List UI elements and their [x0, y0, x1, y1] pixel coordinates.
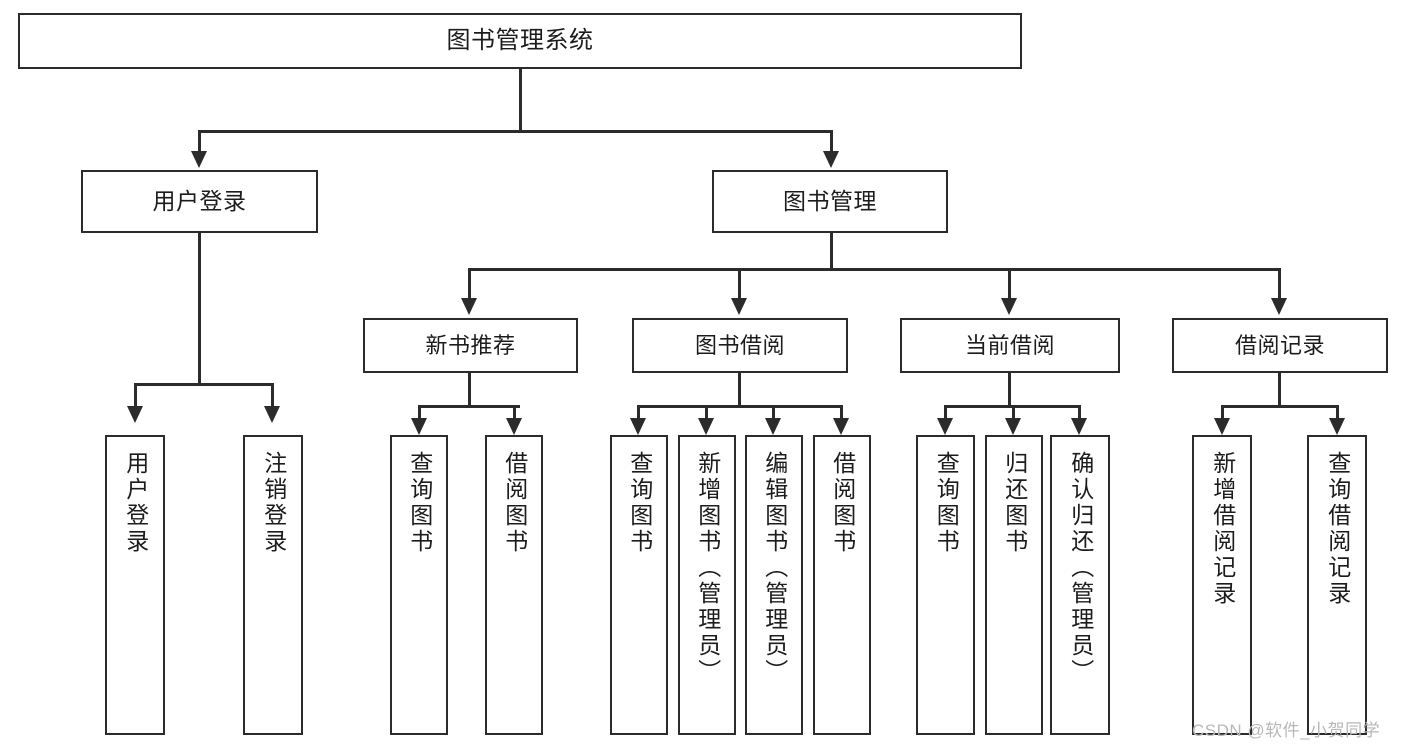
node-label: 新书推荐: [425, 332, 516, 358]
edge-new-book-drop-2: [513, 405, 516, 421]
edge-book-borrow-drop-1: [637, 405, 640, 421]
edge-user-login-drop-1: [134, 383, 137, 408]
arrow-current-borrow-leaf-2: [1005, 418, 1021, 435]
arrow-borrow-record-leaf-2: [1329, 418, 1345, 435]
edge-root-bus: [198, 130, 832, 133]
arrow-user-login-leaf-1: [127, 406, 143, 423]
edge-current-borrow-stem: [1008, 373, 1011, 407]
node-label: 借阅图书: [829, 451, 856, 555]
arrow-book-borrow-leaf-3: [765, 418, 781, 435]
node-label: 新增借阅记录: [1209, 451, 1236, 607]
leaf-book-borrow-edit[interactable]: 编辑图书（管理员）: [745, 435, 803, 735]
node-new-book-recommend[interactable]: 新书推荐: [363, 318, 578, 373]
edge-to-new-book: [468, 268, 471, 300]
leaf-new-book-borrow[interactable]: 借阅图书: [485, 435, 543, 735]
edge-to-borrow-record: [1278, 268, 1281, 300]
leaf-current-borrow-return[interactable]: 归还图书: [985, 435, 1043, 735]
leaf-borrow-record-add[interactable]: 新增借阅记录: [1192, 435, 1252, 735]
node-book-borrow[interactable]: 图书借阅: [632, 318, 848, 373]
edge-borrow-record-stem: [1278, 373, 1281, 407]
leaf-current-borrow-confirm[interactable]: 确认归还（管理员）: [1050, 435, 1110, 735]
node-current-borrow[interactable]: 当前借阅: [900, 318, 1120, 373]
edge-new-book-drop-1: [418, 405, 421, 421]
arrow-to-user-login: [191, 151, 207, 168]
arrow-current-borrow-leaf-1: [937, 418, 953, 435]
edge-to-user-login: [198, 130, 201, 153]
node-label: 图书借阅: [694, 332, 785, 358]
node-book-management[interactable]: 图书管理: [712, 170, 948, 233]
leaf-book-borrow-borrow[interactable]: 借阅图书: [813, 435, 871, 735]
arrow-to-book-borrow: [731, 298, 747, 315]
edge-book-manage-stem: [830, 233, 833, 270]
arrow-to-current-borrow: [1001, 298, 1017, 315]
edge-book-borrow-drop-3: [772, 405, 775, 421]
edge-borrow-record-drop-2: [1336, 405, 1339, 421]
edge-current-borrow-drop-2: [1012, 405, 1015, 421]
node-label: 归还图书: [1001, 451, 1028, 555]
leaf-new-book-query[interactable]: 查询图书: [390, 435, 448, 735]
arrow-to-book-manage: [823, 151, 839, 168]
csdn-watermark: CSDN @软件_小贺同学: [1192, 721, 1381, 740]
node-label: 查询图书: [933, 451, 960, 555]
node-label: 查询图书: [626, 451, 653, 555]
node-root-system[interactable]: 图书管理系统: [18, 13, 1022, 69]
leaf-user-login-login[interactable]: 用户登录: [105, 435, 165, 735]
edge-user-login-drop-2: [271, 383, 274, 408]
edge-borrow-record-drop-1: [1221, 405, 1224, 421]
edge-root-stem: [519, 69, 522, 131]
leaf-borrow-record-query[interactable]: 查询借阅记录: [1307, 435, 1367, 735]
node-label: 确认归还（管理员）: [1067, 451, 1094, 685]
edge-to-book-manage: [830, 130, 833, 153]
node-label: 注销登录: [260, 451, 287, 555]
node-label: 当前借阅: [964, 332, 1055, 358]
leaf-book-borrow-add[interactable]: 新增图书（管理员）: [678, 435, 736, 735]
arrow-to-borrow-record: [1271, 298, 1287, 315]
arrow-user-login-leaf-2: [264, 406, 280, 423]
edge-user-login-stem: [198, 233, 201, 385]
leaf-current-borrow-query[interactable]: 查询图书: [916, 435, 975, 735]
edge-current-borrow-drop-1: [944, 405, 947, 421]
leaf-user-login-logout[interactable]: 注销登录: [243, 435, 303, 735]
edge-book-borrow-stem: [738, 373, 741, 407]
node-label: 借阅图书: [501, 451, 528, 555]
arrow-new-book-leaf-1: [411, 418, 427, 435]
edge-book-borrow-drop-4: [840, 405, 843, 421]
node-borrow-record[interactable]: 借阅记录: [1172, 318, 1388, 373]
edge-to-book-borrow: [738, 268, 741, 300]
node-label: 用户登录: [152, 188, 247, 215]
node-user-login[interactable]: 用户登录: [81, 170, 318, 233]
edge-book-manage-bus: [468, 268, 1280, 271]
edge-book-borrow-drop-2: [705, 405, 708, 421]
arrow-new-book-leaf-2: [506, 418, 522, 435]
edge-new-book-stem: [468, 373, 471, 407]
leaf-book-borrow-query[interactable]: 查询图书: [610, 435, 668, 735]
arrow-current-borrow-leaf-3: [1071, 418, 1087, 435]
edge-book-borrow-bus: [637, 405, 842, 408]
arrow-book-borrow-leaf-4: [833, 418, 849, 435]
edge-borrow-record-bus: [1221, 405, 1338, 408]
edge-current-borrow-drop-3: [1078, 405, 1081, 421]
node-label: 图书管理: [783, 188, 877, 215]
node-label: 查询图书: [406, 451, 433, 555]
node-label: 编辑图书（管理员）: [761, 451, 788, 685]
node-label: 查询借阅记录: [1324, 451, 1351, 607]
node-label: 用户登录: [122, 451, 149, 555]
edge-user-login-bus: [134, 383, 273, 386]
node-label: 图书管理系统: [446, 27, 594, 55]
arrow-book-borrow-leaf-1: [630, 418, 646, 435]
edge-to-current-borrow: [1008, 268, 1011, 300]
node-label: 新增图书（管理员）: [694, 451, 721, 685]
arrow-to-new-book: [461, 298, 477, 315]
arrow-book-borrow-leaf-2: [698, 418, 714, 435]
edge-new-book-bus: [418, 405, 520, 408]
arrow-borrow-record-leaf-1: [1214, 418, 1230, 435]
node-label: 借阅记录: [1234, 332, 1325, 358]
